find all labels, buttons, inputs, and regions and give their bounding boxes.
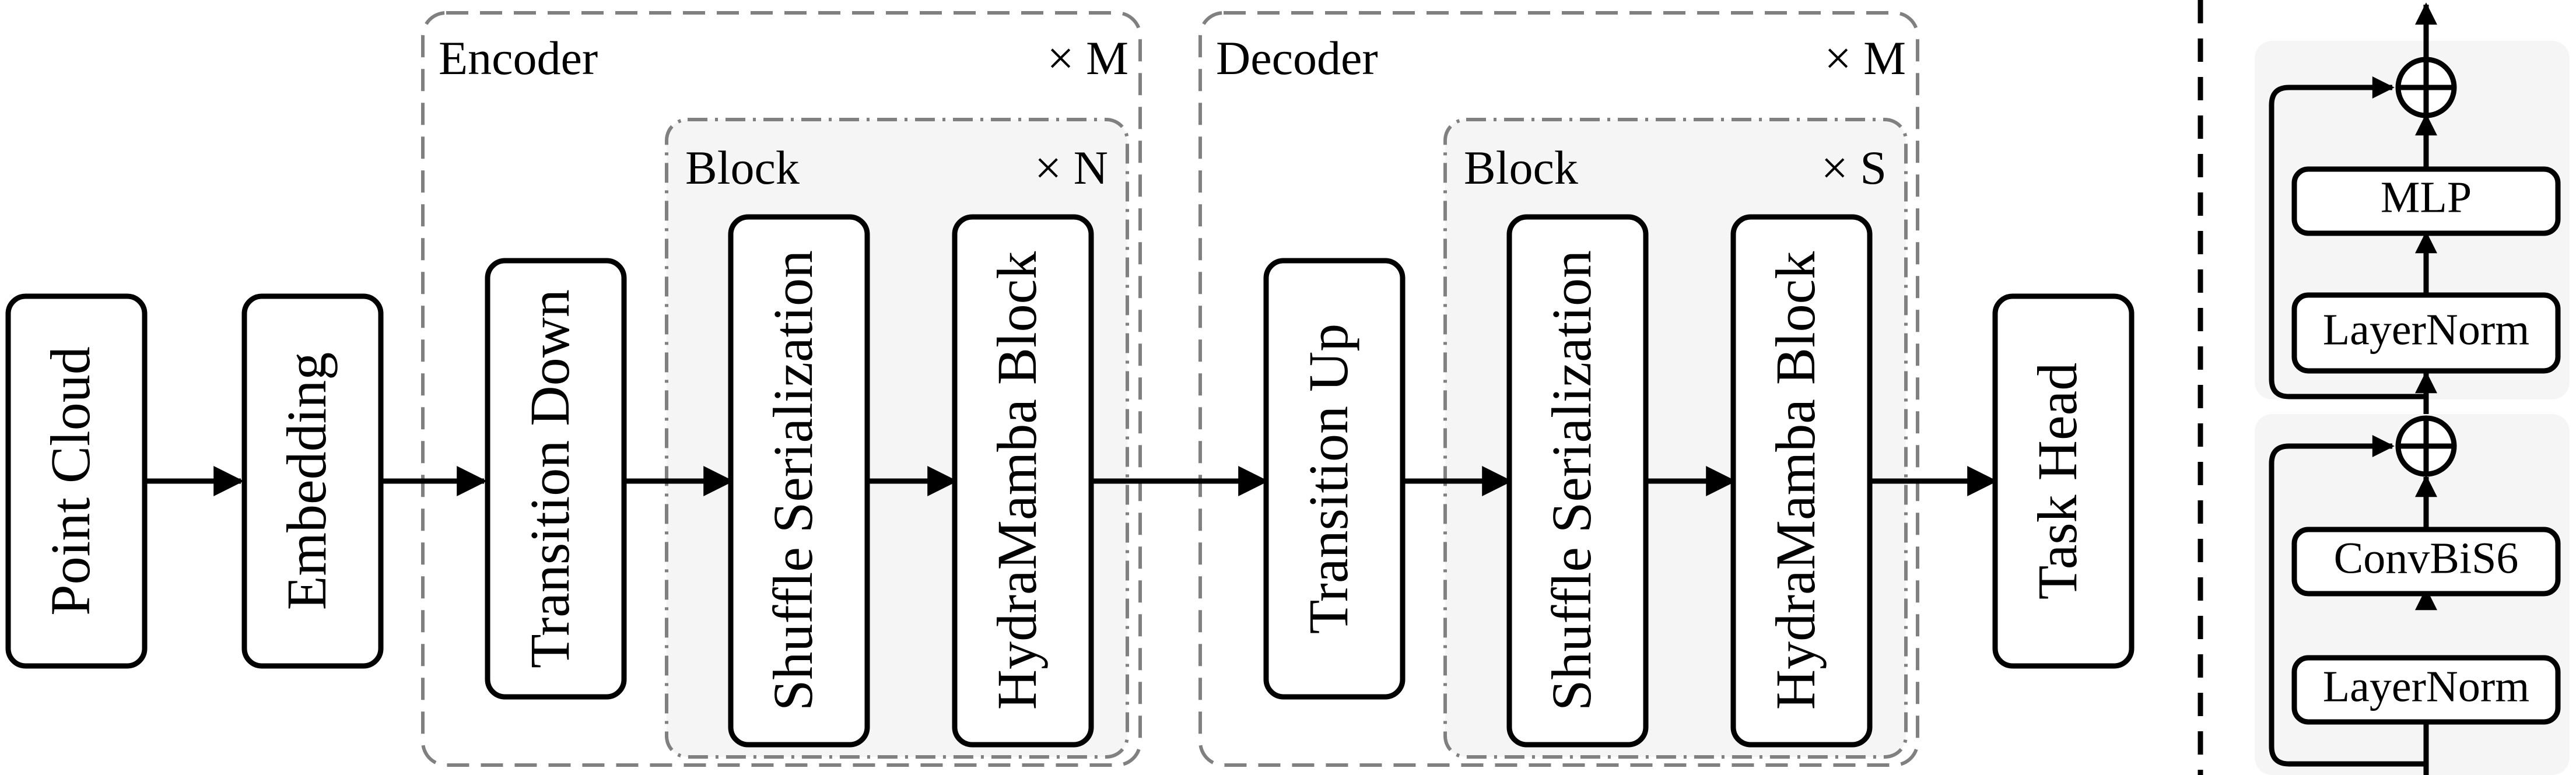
encoder-shuffle-serialization-node: Shuffle Serialization	[728, 214, 870, 748]
encoder-hydramamba-node: HydraMamba Block	[952, 214, 1094, 748]
decoder-hydramamba-label: HydraMamba Block	[1764, 251, 1827, 710]
encoder-repeat: × M	[1047, 31, 1128, 85]
decoder-title: Decoder	[1216, 31, 1378, 85]
point-cloud-label: Point Cloud	[39, 346, 101, 615]
detail-conv-label: ConvBiS6	[2334, 534, 2519, 583]
decoder-hydramamba-node: HydraMamba Block	[1730, 214, 1873, 748]
encoder-shuffle-label: Shuffle Serialization	[762, 250, 824, 711]
transition-down-label: Transition Down	[518, 289, 581, 668]
decoder-shuffle-label: Shuffle Serialization	[1540, 250, 1603, 711]
transition-down-node: Transition Down	[485, 258, 627, 700]
detail-top-mlp-box: MLP	[2291, 166, 2561, 236]
detail-mlp-label: MLP	[2381, 173, 2472, 222]
encoder-block-repeat: × N	[1035, 141, 1108, 194]
decoder-repeat: × M	[1824, 31, 1906, 85]
decoder-block-repeat: × S	[1821, 141, 1887, 194]
task-head-label: Task Head	[2026, 363, 2088, 599]
detail-top-add	[2395, 57, 2457, 118]
transition-up-label: Transition Up	[1297, 324, 1359, 634]
decoder-group: Decoder × M	[1198, 11, 1919, 767]
decoder-block-title: Block	[1464, 141, 1578, 194]
decoder-shuffle-serialization-node: Shuffle Serialization	[1506, 214, 1649, 748]
task-head-node: Task Head	[1992, 293, 2135, 669]
detail-top-norm-box: LayerNorm	[2291, 292, 2561, 374]
embedding-node: Embedding	[241, 293, 384, 669]
point-cloud-node: Point Cloud	[5, 293, 148, 669]
detail-bottom-norm-box: LayerNorm	[2291, 655, 2561, 725]
transition-up-node: Transition Up	[1263, 258, 1406, 700]
detail-top-norm-label: LayerNorm	[2323, 305, 2530, 354]
encoder-group: Encoder × M	[421, 11, 1142, 767]
detail-bottom-norm-label: LayerNorm	[2323, 662, 2530, 711]
detail-bottom-conv-box: ConvBiS6	[2291, 527, 2561, 597]
encoder-title: Encoder	[439, 31, 598, 85]
encoder-hydramamba-label: HydraMamba Block	[986, 251, 1048, 710]
encoder-block-title: Block	[685, 141, 800, 194]
embedding-label: Embedding	[275, 352, 338, 611]
detail-bottom-add	[2395, 415, 2457, 477]
